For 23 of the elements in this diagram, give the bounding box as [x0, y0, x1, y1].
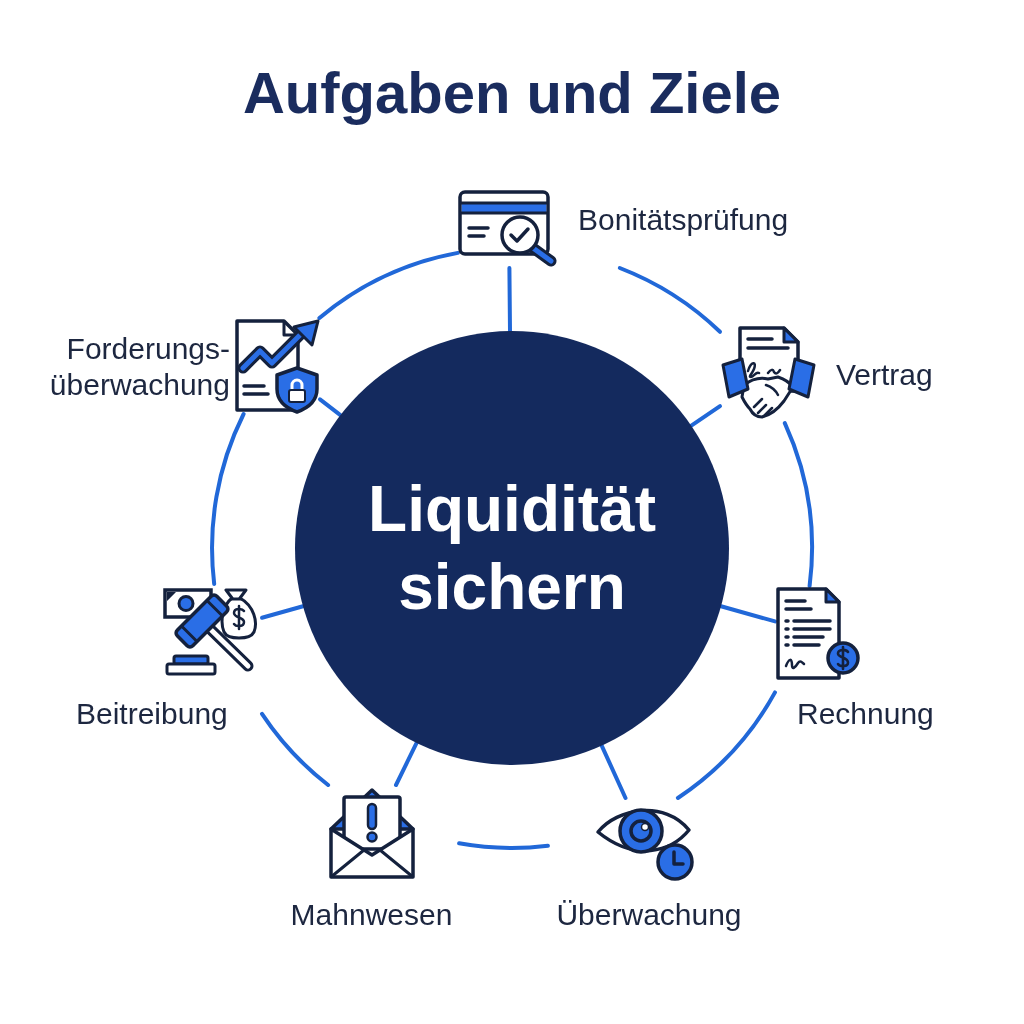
ring-arc: [210, 412, 246, 586]
topic-label: Mahnwesen: [290, 897, 453, 933]
spoke-line: [719, 604, 777, 624]
topic-label: Rechnung: [797, 696, 934, 732]
ring-arc: [675, 690, 777, 800]
spoke-line: [507, 266, 512, 333]
spoke-line: [260, 604, 305, 620]
ring-arc: [782, 421, 814, 588]
spoke-line: [318, 397, 343, 418]
ring-arc: [457, 841, 550, 850]
topic-label: Bonitätsprüfung: [578, 202, 789, 238]
ring-arc: [317, 250, 460, 320]
ring-arc: [617, 266, 722, 334]
topic-label: Beitreibung: [76, 696, 228, 732]
topic-label: Überwachung: [556, 897, 742, 933]
center-label: Liquidität sichern: [367, 472, 657, 625]
topic-label: Vertrag: [836, 357, 933, 393]
topic-label: Forderungs- überwachung: [48, 331, 230, 403]
spoke-line: [599, 743, 628, 800]
ring-arc: [260, 711, 331, 787]
spoke-line: [689, 404, 722, 428]
title: Aufgaben und Ziele: [242, 59, 782, 127]
spoke-line: [394, 740, 419, 787]
